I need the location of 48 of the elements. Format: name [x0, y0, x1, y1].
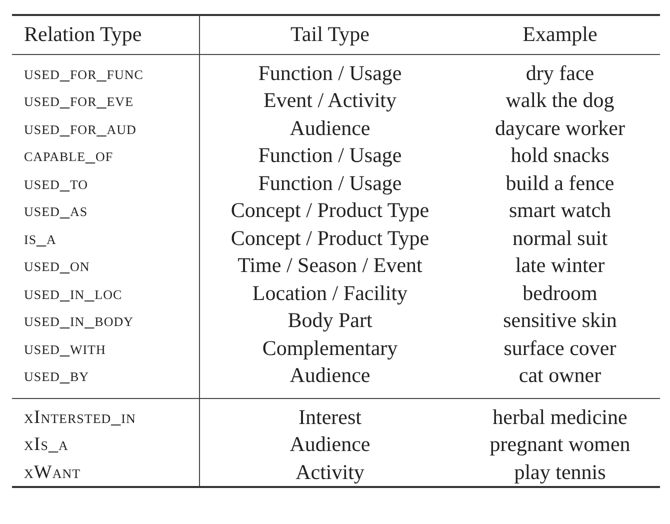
example-text: sensitive skin — [503, 307, 617, 334]
column-header: Tail Type — [290, 21, 370, 48]
tail-type: Concept / Product Type — [230, 197, 430, 224]
tail-type: Event / Activity — [264, 87, 396, 114]
tail-type: Function / Usage — [258, 142, 402, 169]
relation-name: used_in_body — [24, 309, 134, 333]
example-text: play tennis — [514, 458, 606, 486]
tail-type: Function / Usage — [258, 170, 402, 196]
tail-type: Interest — [298, 404, 362, 430]
example-text: normal suit — [512, 224, 608, 252]
tail-type: Audience — [290, 431, 370, 458]
column-header: Relation Type — [24, 21, 142, 48]
tail-type: Function / Usage — [258, 60, 402, 86]
relation-name: xWant — [24, 460, 81, 484]
tail-type: Audience — [290, 362, 370, 389]
example-text: surface cover — [504, 334, 616, 362]
tail-type: Body Part — [288, 307, 372, 334]
example-text: herbal medicine — [492, 404, 628, 430]
relation-name: is_a — [24, 226, 56, 250]
relation-name: capable_of — [24, 144, 114, 168]
example-text: cat owner — [518, 362, 602, 389]
tail-type: Audience — [290, 114, 370, 142]
example-text: pregnant women — [490, 431, 630, 458]
example-text: late winter — [515, 252, 605, 279]
relation-name: xIs_a — [24, 433, 68, 457]
tail-type: Location / Facility — [252, 280, 408, 306]
relation-name: used_to — [24, 172, 88, 196]
tail-type: Complementary — [262, 334, 398, 362]
relation-name: xIntersted_in — [24, 406, 136, 430]
column-header: Example — [522, 21, 598, 48]
example-text: smart watch — [508, 197, 612, 224]
example-text: bedroom — [522, 280, 598, 306]
relation-name: used_for_eve — [24, 89, 134, 113]
example-text: build a fence — [506, 170, 614, 196]
relation-name: used_on — [24, 254, 90, 278]
example-text: daycare worker — [495, 114, 625, 142]
relation-name: used_with — [24, 336, 106, 360]
example-text: hold snacks — [510, 142, 610, 169]
tail-type: Time / Season / Event — [238, 252, 422, 279]
tail-type: Activity — [296, 458, 364, 486]
example-text: dry face — [526, 60, 594, 86]
tail-type: Concept / Product Type — [230, 224, 430, 252]
relation-name: used_in_loc — [24, 282, 122, 306]
relation-name: used_for_aud — [24, 116, 136, 140]
relation-name: used_by — [24, 364, 90, 388]
relation-name: used_as — [24, 199, 88, 223]
example-text: walk the dog — [506, 87, 614, 114]
relation-name: used_for_func — [24, 62, 144, 86]
